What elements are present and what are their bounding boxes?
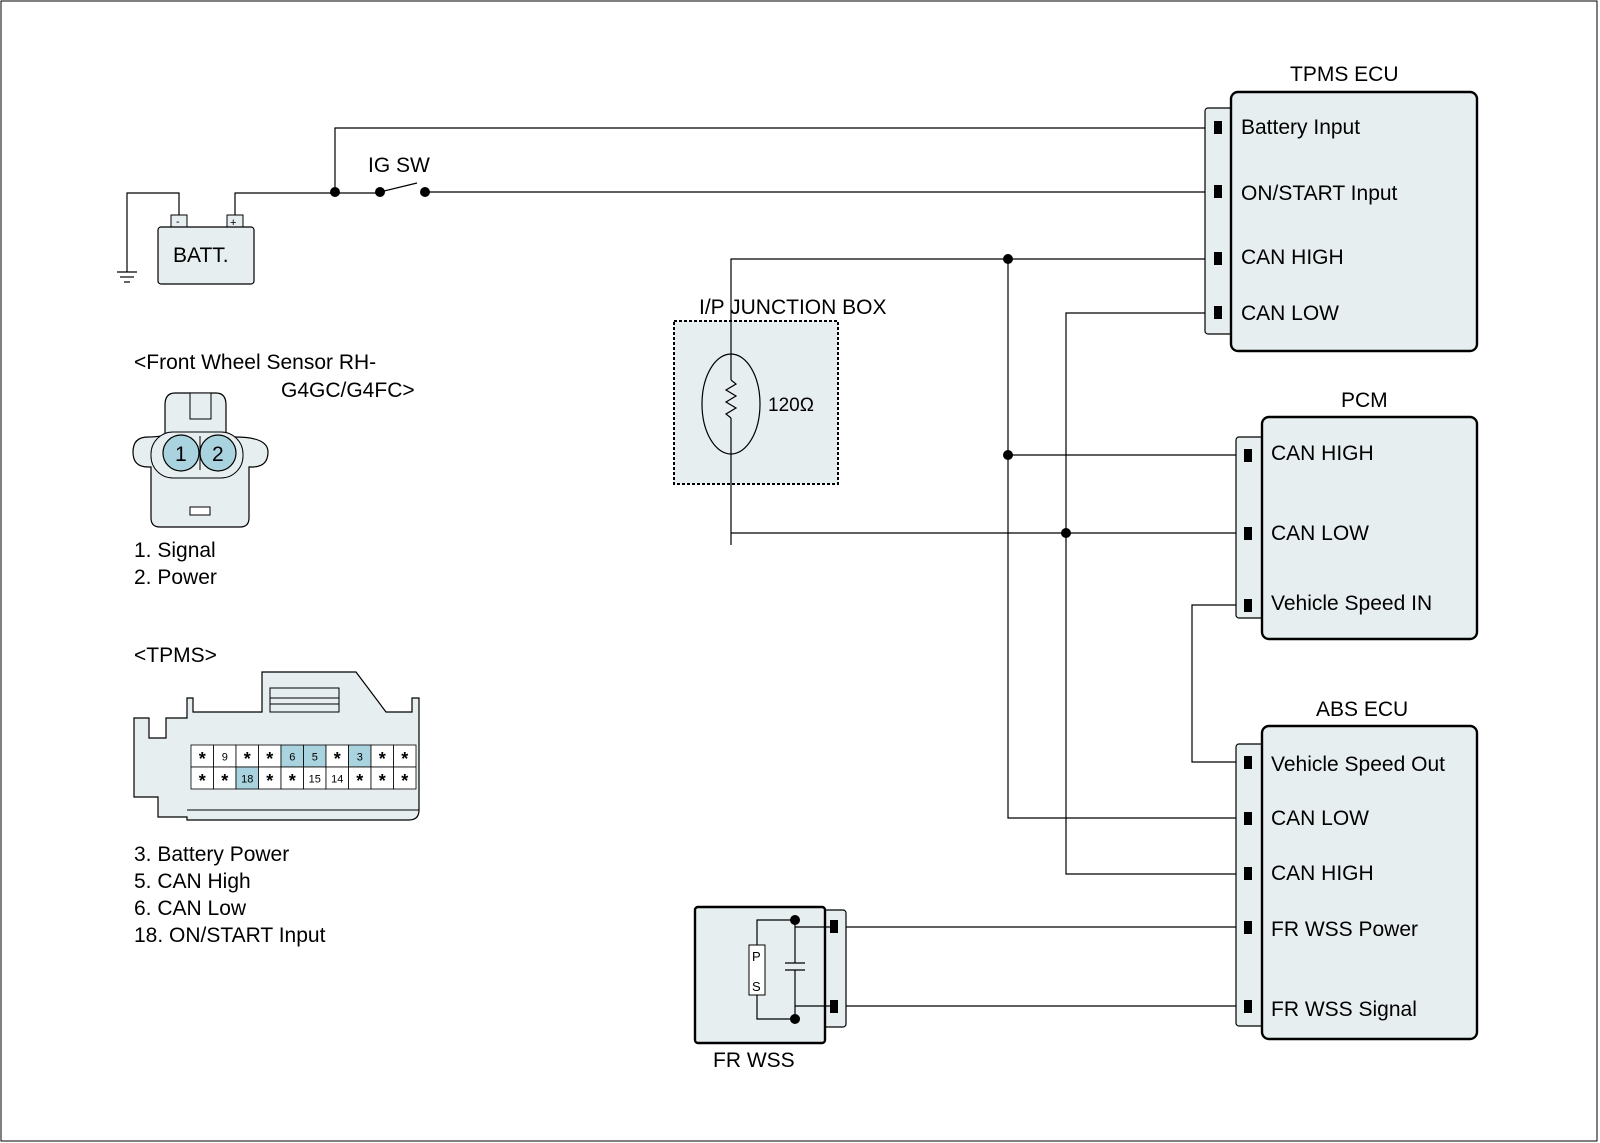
tpms-legend-3: 6. CAN Low (134, 897, 247, 920)
tpms-cavity-label: * (221, 771, 228, 791)
tpms-cavity-label: * (401, 771, 408, 791)
battery-label: BATT. (173, 244, 229, 267)
tpms-cavity-label: * (266, 771, 273, 791)
tpms-cavity-label: * (379, 771, 386, 791)
tpms-legend-1: 3. Battery Power (134, 843, 289, 866)
tpms-cavity-label: * (289, 771, 296, 791)
tpms-cavity-label: 15 (309, 774, 321, 786)
tpms-cavity-label: * (334, 749, 341, 769)
abs-pin-can-high: CAN HIGH (1271, 862, 1374, 885)
tpms-cavity-label: 14 (331, 774, 343, 786)
front-sensor-legend-1: 1. Signal (134, 539, 216, 562)
tpms-legend-4: 18. ON/START Input (134, 924, 326, 947)
pcm-pin-can-low: CAN LOW (1271, 522, 1369, 545)
abs-ecu: ABS ECU Vehicle Speed Out CAN LOW CAN HI… (1235, 698, 1479, 1041)
junction-box: I/P JUNCTION BOX 120Ω (673, 296, 886, 485)
junction-box-title: I/P JUNCTION BOX (699, 296, 886, 319)
tpms-cavity-label: * (199, 749, 206, 769)
pcm-pin-vehicle-speed-in: Vehicle Speed IN (1271, 592, 1432, 615)
resistor-label: 120Ω (768, 395, 814, 416)
tpms-legend-2: 5. CAN High (134, 870, 251, 893)
tpms-cavity-label: 3 (357, 752, 363, 764)
front-wheel-sensor-connector: <Front Wheel Sensor RH- G4GC/G4FC> 1 2 1… (132, 351, 415, 589)
front-sensor-legend-2: 2. Power (134, 566, 217, 589)
fr-wss-p-label: P (752, 949, 761, 964)
front-sensor-pin-1: 1 (175, 443, 187, 466)
splice-dots (330, 187, 1071, 538)
tpms-connector-title: <TPMS> (134, 644, 217, 667)
fr-wss-s-label: S (752, 979, 761, 994)
tpms-cavity (393, 766, 417, 790)
front-sensor-title-line2: G4GC/G4FC> (281, 379, 415, 402)
battery-pos-label: + (230, 217, 236, 229)
tpms-pin-can-high: CAN HIGH (1241, 246, 1344, 269)
abs-pin-fr-wss-power: FR WSS Power (1271, 918, 1418, 941)
tpms-cavity-label: 9 (222, 752, 228, 764)
pcm-title: PCM (1341, 389, 1388, 412)
tpms-cavity-label: 5 (312, 752, 318, 764)
tpms-cavity-label: * (379, 749, 386, 769)
tpms-ecu-title: TPMS ECU (1290, 63, 1399, 86)
abs-pin-vehicle-speed-out: Vehicle Speed Out (1271, 753, 1445, 776)
tpms-cavity-label: 18 (241, 774, 253, 786)
front-sensor-pin-2: 2 (212, 443, 224, 466)
tpms-pin-can-low: CAN LOW (1241, 302, 1339, 325)
abs-ecu-title: ABS ECU (1316, 698, 1408, 721)
battery-neg-label: - (176, 216, 180, 228)
tpms-cavity-label: * (356, 771, 363, 791)
tpms-cavity-label: 6 (289, 752, 295, 764)
tpms-cavity-label: * (244, 749, 251, 769)
abs-pin-fr-wss-signal: FR WSS Signal (1271, 998, 1417, 1021)
fr-wss: P S FR WSS (693, 905, 847, 1072)
tpms-pin-battery-input: Battery Input (1241, 116, 1360, 139)
tpms-cavity-label: * (266, 749, 273, 769)
fr-wss-title: FR WSS (713, 1049, 795, 1072)
pcm: PCM CAN HIGH CAN LOW Vehicle Speed IN (1235, 389, 1479, 641)
battery: - + BATT. (157, 214, 255, 285)
tpms-ecu: TPMS ECU Battery Input ON/START Input CA… (1204, 63, 1479, 353)
tpms-pin-on-start-input: ON/START Input (1241, 182, 1398, 205)
tpms-cavity-label: * (199, 771, 206, 791)
tpms-cavity-label: * (401, 749, 408, 769)
ig-switch-label: IG SW (368, 154, 430, 177)
abs-pin-can-low: CAN LOW (1271, 807, 1369, 830)
pcm-pin-can-high: CAN HIGH (1271, 442, 1374, 465)
front-sensor-title-line1: <Front Wheel Sensor RH- (134, 351, 376, 374)
